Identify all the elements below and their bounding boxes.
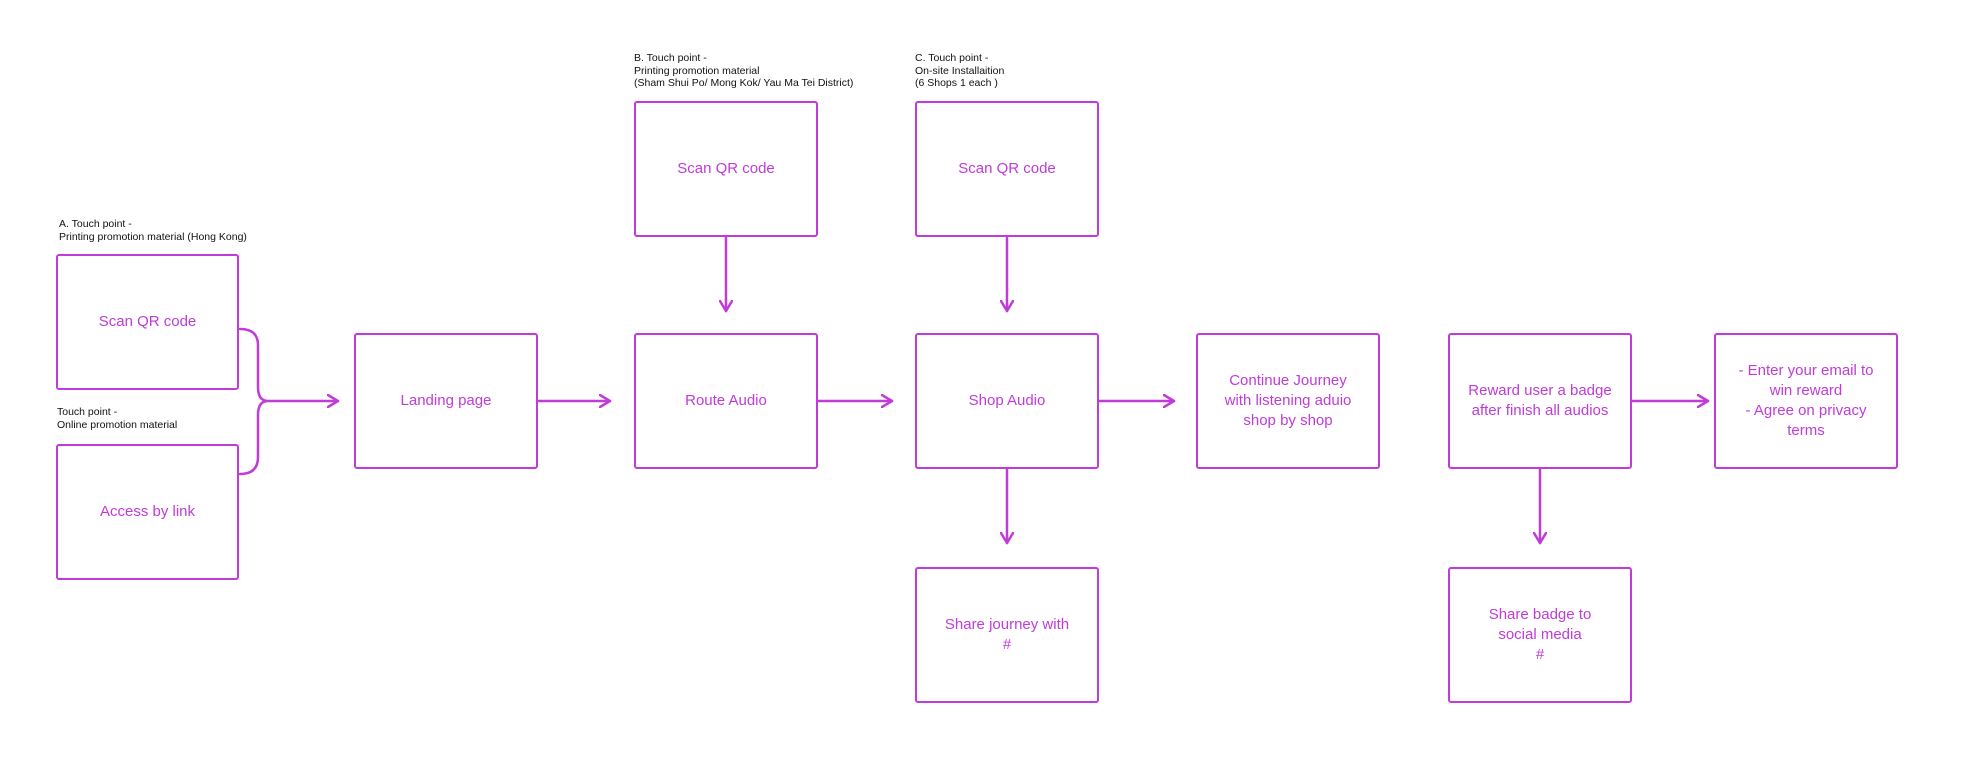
touchpoint-c-note: C. Touch point - On-site Installaition (… (915, 52, 1005, 89)
landing-page-box: Landing page (354, 333, 538, 469)
route-audio-label: Route Audio (685, 392, 767, 409)
continue-journey-label: Continue Journey with listening aduio sh… (1224, 372, 1352, 429)
scan-qr-c-label: Scan QR code (958, 160, 1056, 177)
scan-qr-a-label: Scan QR code (98, 313, 197, 330)
shop-audio-label: Shop Audio (968, 392, 1046, 409)
share-journey-box: Share journey with # (915, 567, 1099, 703)
scan-qr-a-box: Scan QR code (56, 254, 239, 390)
reward-badge-box: Reward user a badge after finish all aud… (1448, 333, 1632, 469)
share-badge-box: Share badge to social media # (1448, 567, 1632, 703)
touchpoint-b-note: B. Touch point - Printing promotion mate… (634, 52, 854, 89)
share-badge-label: Share badge to social media # (1488, 606, 1592, 663)
scan-qr-b-label: Scan QR code (677, 160, 775, 177)
enter-email-label: - Enter your email to win reward - Agree… (1738, 362, 1874, 439)
scan-qr-b-box: Scan QR code (634, 101, 818, 237)
landing-page-label: Landing page (400, 392, 492, 409)
touchpoint-a-note: A. Touch point - Printing promotion mate… (59, 218, 247, 243)
share-journey-label: Share journey with # (944, 616, 1070, 653)
merge-bracket-connector (238, 327, 269, 476)
continue-journey-box: Continue Journey with listening aduio sh… (1196, 333, 1380, 469)
touchpoint-online-note: Touch point - Online promotion material (57, 406, 178, 431)
access-by-link-box: Access by link (56, 444, 239, 580)
route-audio-box: Route Audio (634, 333, 818, 469)
scan-qr-c-box: Scan QR code (915, 101, 1099, 237)
shop-audio-box: Shop Audio (915, 333, 1099, 469)
access-by-link-label: Access by link (99, 503, 196, 520)
reward-badge-label: Reward user a badge after finish all aud… (1468, 382, 1612, 419)
enter-email-box: - Enter your email to win reward - Agree… (1714, 333, 1898, 469)
